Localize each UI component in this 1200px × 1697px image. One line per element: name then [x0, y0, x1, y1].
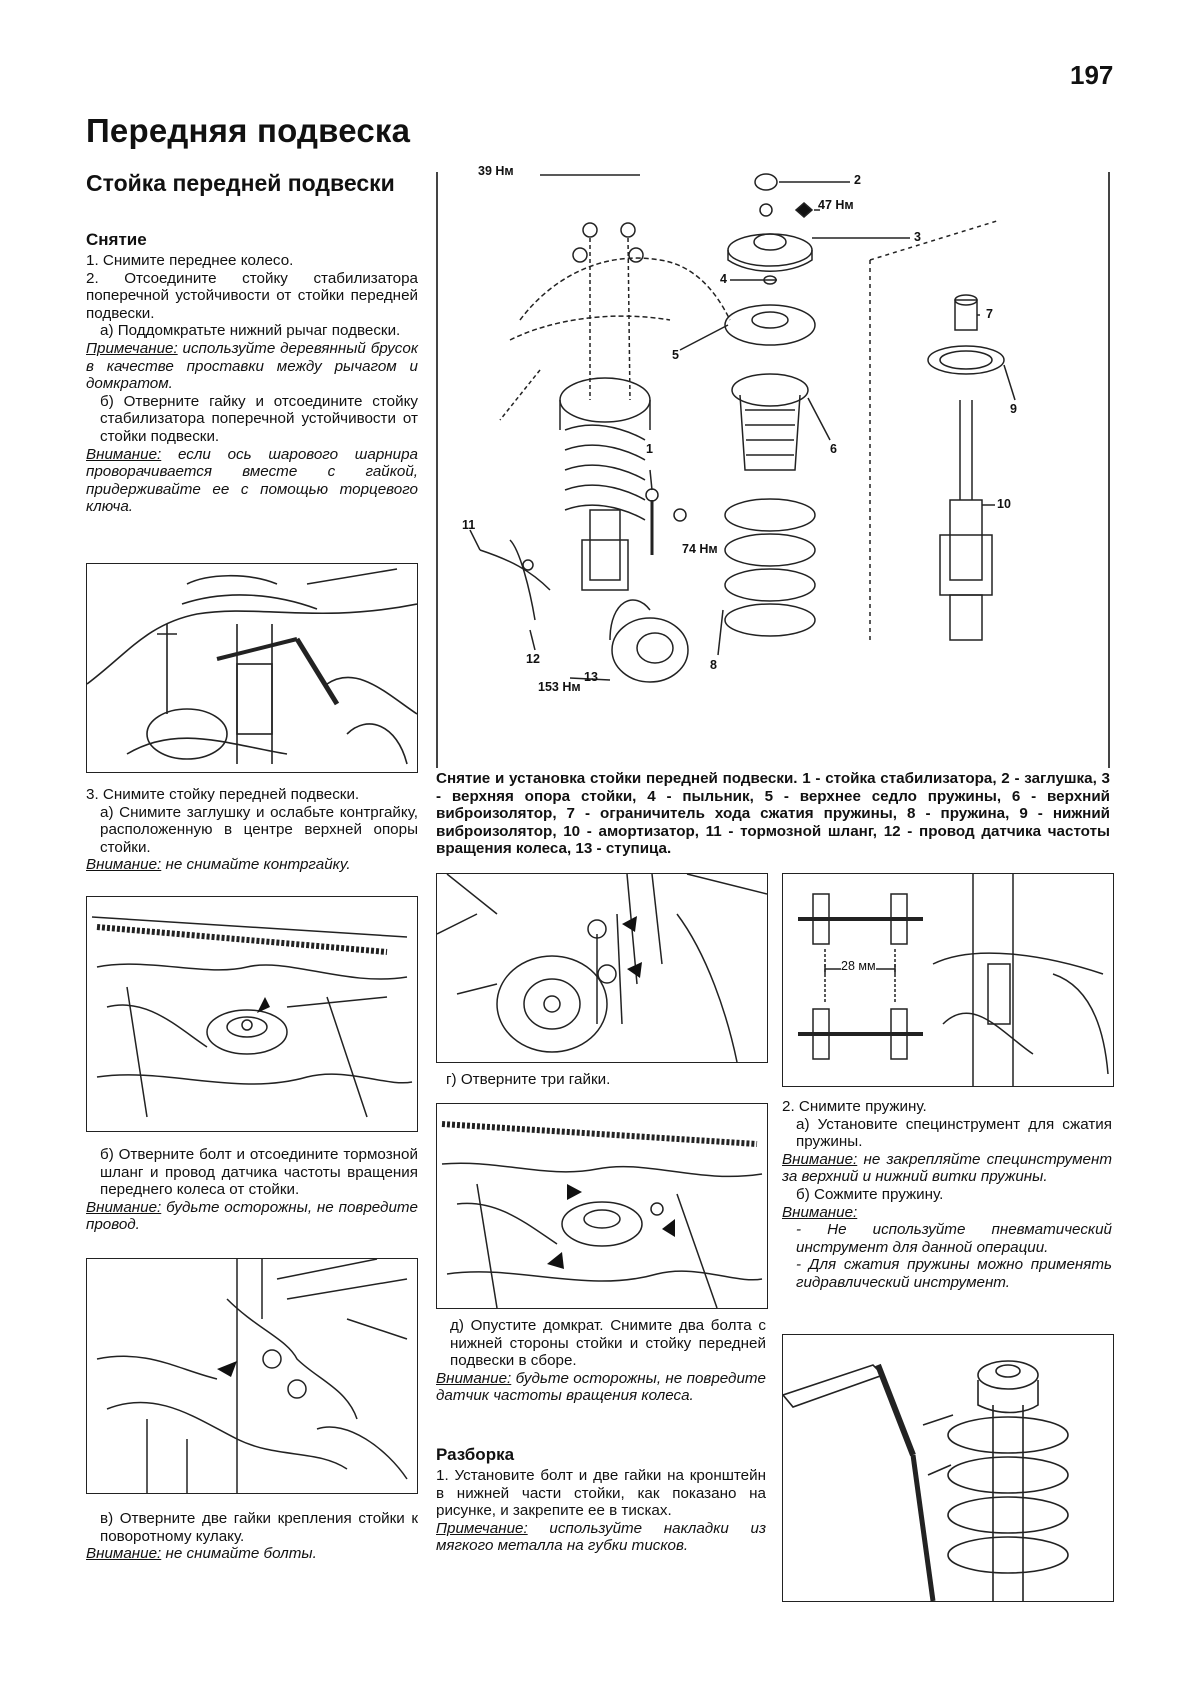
note-1: Примечание: используйте деревянный брусо…: [86, 339, 418, 393]
removal-heading: Снятие: [86, 230, 147, 249]
step-2: 2. Отсоедините стойку стабилизатора попе…: [86, 269, 418, 322]
callout-3: 3: [914, 230, 921, 244]
warning-4: Внимание: не снимайте болты.: [86, 1545, 317, 1563]
callout-7: 7: [986, 307, 993, 321]
exploded-view-drawing: [469, 173, 1016, 683]
dis-note: Примечание: используйте накладки из мягк…: [436, 1519, 766, 1555]
step-1: 1. Снимите переднее колесо.: [86, 252, 294, 269]
figure-knuckle-nuts: [86, 1258, 418, 1494]
three-nuts-drawing: [437, 874, 767, 1062]
disassembly-text-1: 1. Установите болт и две гайки на кроншт…: [436, 1467, 766, 1555]
callout-4: 4: [720, 272, 727, 286]
dis-warning-2-item-1: - Не используйте пневматический инструме…: [796, 1221, 1112, 1256]
dis-step-2a: а) Установите специнструмент для сжатия …: [796, 1115, 1112, 1151]
warning-1: Внимание: если ось шарового шарнира пров…: [86, 445, 418, 516]
dis-step-1: 1. Установите болт и две гайки на кроншт…: [436, 1467, 766, 1520]
main-figure-caption: Снятие и установка стойки передней подве…: [436, 770, 1110, 858]
knuckle-nuts-drawing: [96, 1259, 408, 1493]
step-3: 3. Снимите стойку передней подвески.: [86, 786, 360, 803]
removal-text-d: д) Опустите домкрат. Снимите два болта с…: [436, 1317, 766, 1405]
step-3b: б) Отверните болт и отсоедините тормозно…: [100, 1146, 418, 1199]
callout-9: 9: [1010, 402, 1017, 416]
warning-2: Внимание: не снимайте контргайку.: [86, 856, 351, 874]
removal-text-mid: 3. Снимите стойку передней подвески. а) …: [86, 786, 418, 874]
callout-8: 8: [710, 658, 717, 672]
warning-5: Внимание: будьте осторожны, не повредите…: [436, 1369, 766, 1405]
section-title: Стойка передней подвески: [86, 170, 395, 196]
callout-12: 12: [526, 652, 540, 666]
bracket-bolts-drawing: [798, 874, 1109, 1086]
disassembly-heading: Разборка: [436, 1445, 515, 1464]
spring-compressor-drawing: [783, 1360, 1069, 1601]
torque-153: 153 Нм: [538, 680, 581, 694]
step-3a: а) Снимите заглушку и ослабьте контргайк…: [100, 803, 418, 856]
figure-stabilizer-link: [86, 563, 418, 773]
figure-lower-jack: [436, 1103, 768, 1309]
dimension-28mm: 28 мм: [841, 959, 876, 973]
divider-right: [1108, 172, 1110, 768]
dis-warning-1: Внимание: не закрепляйте специнструмент …: [782, 1150, 1112, 1186]
top-mount-drawing: [91, 916, 413, 1118]
figure-top-mount: [86, 896, 418, 1132]
disassembly-text-2: 2. Снимите пружину. а) Установите специн…: [782, 1098, 1112, 1292]
stabilizer-link-drawing: [87, 568, 417, 765]
figure-three-nuts: [436, 873, 768, 1063]
dis-warning-2: Внимание:: [782, 1203, 858, 1221]
warning-3: Внимание: будьте осторожны, не повредите…: [86, 1198, 418, 1234]
callout-1: 1: [646, 442, 653, 456]
page-number: 197: [1070, 60, 1114, 90]
dis-step-2: 2. Снимите пружину.: [782, 1098, 927, 1115]
step-3v: в) Отверните две гайки крепления стойки …: [100, 1510, 418, 1545]
torque-39: 39 Нм: [478, 164, 514, 178]
removal-text-v: в) Отверните две гайки крепления стойки …: [86, 1510, 418, 1563]
removal-text-top: 1. Снимите переднее колесо. 2. Отсоедини…: [86, 252, 418, 516]
torque-47: 47 Нм: [818, 198, 854, 212]
dis-step-2b: б) Сожмите пружину.: [796, 1185, 944, 1203]
figure-bracket-bolts: 28 мм: [782, 873, 1114, 1087]
divider-left: [436, 172, 438, 768]
dis-warning-2-item-2: - Для сжатия пружины можно применять гид…: [796, 1256, 1112, 1291]
page-title: Передняя подвеска: [86, 112, 411, 149]
removal-text-b: б) Отверните болт и отсоедините тормозно…: [86, 1146, 418, 1234]
lower-jack-drawing: [441, 1121, 763, 1308]
step-3g: г) Отверните три гайки.: [446, 1071, 611, 1088]
step-2a: а) Поддомкратьте нижний рычаг подвески.: [100, 322, 401, 340]
callout-13: 13: [584, 670, 598, 684]
main-exploded-diagram: 39 Нм 47 Нм 74 Нм 153 Нм 1 2 3 4 5 6 7 8…: [440, 164, 1105, 770]
callout-5: 5: [672, 348, 679, 362]
callout-2: 2: [854, 173, 861, 187]
figure-spring-compressor: [782, 1334, 1114, 1602]
step-2b: б) Отверните гайку и отсоедините стойку …: [100, 392, 418, 445]
torque-74: 74 Нм: [682, 542, 718, 556]
step-3d: д) Опустите домкрат. Снимите два болта с…: [450, 1317, 766, 1370]
callout-10: 10: [997, 497, 1011, 511]
callout-11: 11: [462, 518, 476, 532]
callout-6: 6: [830, 442, 837, 456]
